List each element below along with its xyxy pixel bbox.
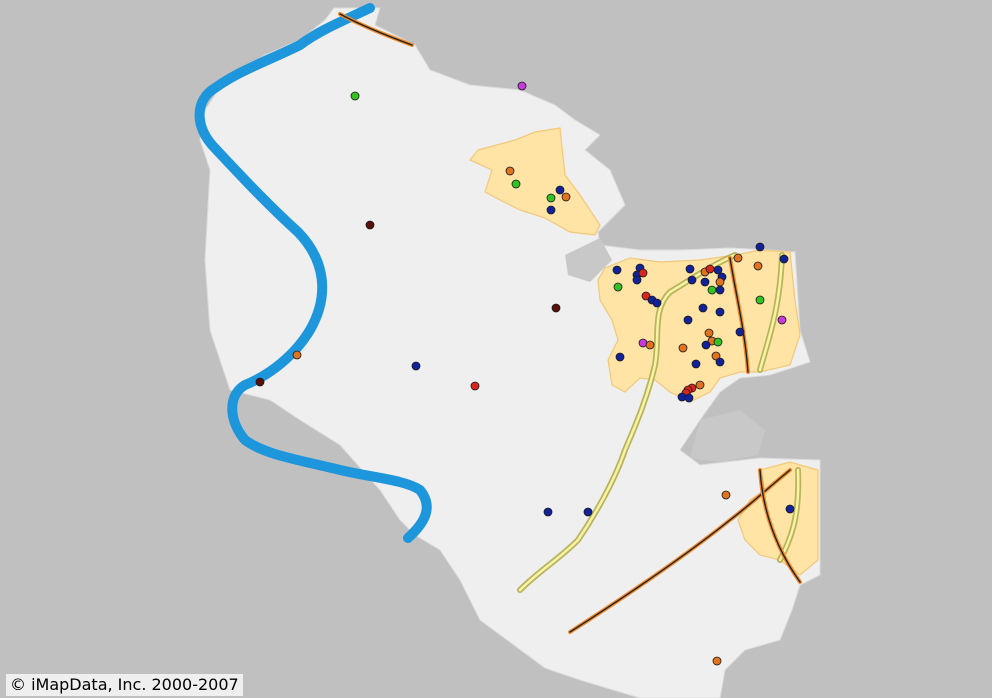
location-marker-navy[interactable] — [555, 185, 565, 195]
location-marker-navy[interactable] — [700, 277, 710, 287]
location-marker-navy[interactable] — [411, 361, 421, 371]
location-marker-navy[interactable] — [785, 504, 795, 514]
location-marker-orange[interactable] — [505, 166, 515, 176]
location-marker-green[interactable] — [350, 91, 360, 101]
location-marker-navy[interactable] — [687, 275, 697, 285]
location-marker-navy[interactable] — [543, 507, 553, 517]
location-marker-magenta[interactable] — [777, 315, 787, 325]
location-marker-orange[interactable] — [711, 351, 721, 361]
location-marker-navy[interactable] — [701, 340, 711, 350]
location-marker-green[interactable] — [546, 193, 556, 203]
location-marker-navy[interactable] — [713, 265, 723, 275]
location-marker-orange[interactable] — [695, 380, 705, 390]
location-marker-navy[interactable] — [715, 307, 725, 317]
location-marker-navy[interactable] — [612, 265, 622, 275]
location-marker-red[interactable] — [638, 268, 648, 278]
location-marker-orange[interactable] — [645, 340, 655, 350]
county-notch — [690, 410, 765, 462]
location-marker-red[interactable] — [470, 381, 480, 391]
location-marker-orange[interactable] — [704, 328, 714, 338]
location-marker-navy[interactable] — [698, 303, 708, 313]
location-marker-navy[interactable] — [615, 352, 625, 362]
location-marker-green[interactable] — [613, 282, 623, 292]
location-marker-navy[interactable] — [652, 298, 662, 308]
location-marker-navy[interactable] — [755, 242, 765, 252]
location-marker-navy[interactable] — [779, 254, 789, 264]
location-marker-magenta[interactable] — [517, 81, 527, 91]
location-marker-navy[interactable] — [735, 327, 745, 337]
location-marker-navy[interactable] — [691, 359, 701, 369]
location-marker-green[interactable] — [755, 295, 765, 305]
location-marker-orange[interactable] — [721, 490, 731, 500]
location-marker-navy[interactable] — [683, 315, 693, 325]
location-marker-orange[interactable] — [292, 350, 302, 360]
urban-area — [469, 127, 601, 236]
location-marker-navy[interactable] — [632, 275, 642, 285]
location-marker-maroon[interactable] — [365, 220, 375, 230]
location-marker-green[interactable] — [713, 337, 723, 347]
location-marker-red[interactable] — [705, 264, 715, 274]
county-notch — [565, 238, 612, 282]
location-marker-navy[interactable] — [715, 285, 725, 295]
location-marker-green[interactable] — [707, 285, 717, 295]
location-marker-orange[interactable] — [712, 656, 722, 666]
location-marker-navy[interactable] — [715, 357, 725, 367]
location-marker-orange[interactable] — [678, 343, 688, 353]
location-marker-orange[interactable] — [561, 192, 571, 202]
location-marker-red[interactable] — [641, 291, 651, 301]
location-marker-navy[interactable] — [684, 393, 694, 403]
location-marker-orange[interactable] — [715, 277, 725, 287]
location-marker-orange[interactable] — [753, 261, 763, 271]
location-marker-navy[interactable] — [546, 205, 556, 215]
location-markers — [255, 81, 795, 666]
roads — [338, 12, 802, 634]
location-marker-maroon[interactable] — [551, 303, 561, 313]
river — [194, 3, 432, 543]
location-marker-green[interactable] — [511, 179, 521, 189]
location-marker-navy[interactable] — [583, 507, 593, 517]
location-marker-navy[interactable] — [685, 264, 695, 274]
location-marker-maroon[interactable] — [255, 377, 265, 387]
location-marker-orange[interactable] — [733, 253, 743, 263]
county-boundary — [199, 7, 821, 698]
copyright-notice: © iMapData, Inc. 2000-2007 — [6, 674, 243, 696]
